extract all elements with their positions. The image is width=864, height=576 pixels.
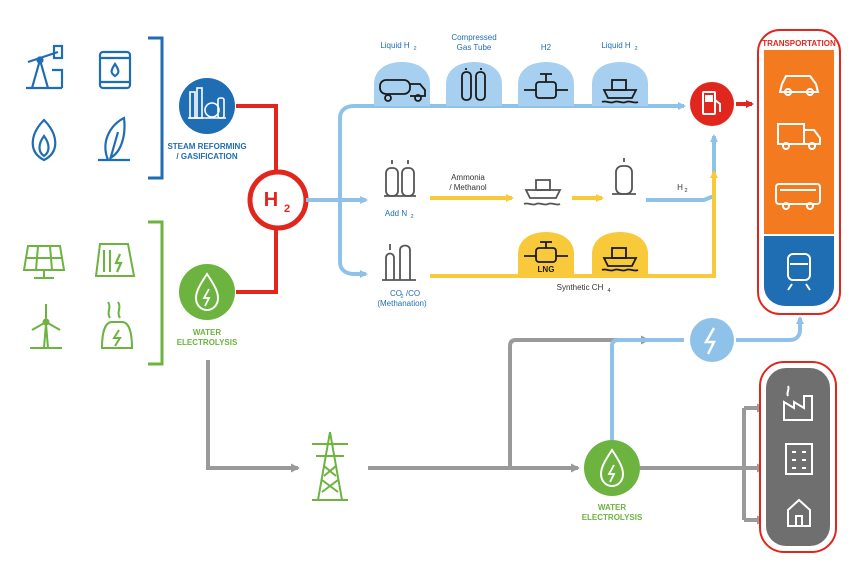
oil-pump-icon: [26, 44, 64, 90]
steam-reforming-label-2: / GASIFICATION: [176, 152, 237, 161]
ammonia-label-1: Ammonia: [451, 173, 485, 182]
water-electrolysis-node-top: [179, 264, 235, 320]
factory-icon: [783, 385, 813, 421]
electricity-node: [690, 318, 734, 362]
gas-flame-icon: [31, 118, 57, 162]
renewable-bracket: [148, 220, 164, 366]
wind-turbine-icon: [30, 304, 62, 349]
synthetic-ch4-label: Synthetic CH: [557, 283, 604, 292]
water-electrolysis-node-bottom: [584, 440, 640, 496]
blue-line-to-train: [736, 316, 804, 342]
house-icon: [787, 498, 811, 527]
fossil-sources-group: [26, 44, 132, 162]
compressed-label-1: Compressed: [451, 33, 496, 42]
liquid-h2-label-1: Liquid H: [380, 41, 410, 50]
water-electrolysis-label-bottom-1: WATER: [598, 503, 627, 512]
fuel-station-node: [690, 82, 734, 126]
co2co-label: CO: [390, 289, 402, 298]
lng-ship-dome: [592, 232, 648, 276]
lng-pipeline-dome: [518, 232, 574, 276]
solar-panel-icon: [22, 245, 66, 279]
ammonia-label-2: / Methanol: [449, 183, 487, 192]
methanation-label: (Methanation): [377, 299, 427, 308]
liquid-h2-truck-dome: [374, 62, 430, 106]
red-connector-top: [236, 104, 278, 174]
power-pylon-icon: [312, 431, 348, 501]
transportation-column: [757, 29, 841, 315]
ammonia-ship-icon: [523, 179, 562, 206]
h2-hub-label: H: [264, 189, 278, 211]
liquid-h2-label-1-sub: 2: [413, 46, 416, 52]
add-n2-sub: 2: [410, 214, 413, 220]
liquid-h2-label-2-sub: 2: [634, 46, 637, 52]
hydro-dam-icon: [94, 243, 136, 277]
water-electrolysis-label-bottom-2: ELECTROLYSIS: [582, 513, 643, 522]
ammonia-tank-icon: [384, 160, 416, 197]
liquid-h2-label-2: Liquid H: [601, 41, 631, 50]
h2-pipeline-dome: [518, 62, 574, 106]
fossil-bracket: [148, 36, 164, 180]
steam-reforming-label-1: STEAM REFORMING: [167, 142, 246, 151]
methanation-plant-icon: [382, 244, 416, 281]
h2-pipeline-label: H2: [541, 43, 552, 52]
gray-flow-lines: [206, 335, 766, 525]
buildings-column: [759, 361, 837, 553]
h2-after-sub: 2: [684, 188, 687, 194]
steam-reforming-node: [179, 78, 235, 134]
h2-after-label: H: [677, 183, 683, 192]
bus-icon: [775, 183, 821, 210]
truck-icon: [777, 123, 821, 150]
water-electrolysis-label-top-1: WATER: [193, 328, 222, 337]
synthetic-ch4-sub: 4: [607, 288, 610, 294]
transportation-title: TRANSPORTATION: [762, 39, 836, 48]
co2co-sub: 2: [400, 294, 403, 300]
train-icon: [787, 253, 811, 291]
office-building-icon: [785, 443, 813, 475]
blue-line-electricity: [610, 338, 684, 440]
h2-hub-subscript: 2: [284, 203, 290, 215]
co2co-label-2: /CO: [406, 289, 420, 298]
water-electrolysis-label-top-2: ELECTROLYSIS: [177, 338, 238, 347]
renewable-sources-group: [22, 243, 136, 349]
red-connector-bottom: [236, 226, 278, 294]
compressed-gas-tube-dome: [446, 62, 502, 106]
biomass-leaf-icon: [98, 116, 130, 162]
blue-distribution-lines: [306, 102, 718, 278]
add-n2-label: Add N: [385, 209, 407, 218]
car-icon: [778, 75, 820, 96]
oil-barrel-icon: [98, 50, 132, 90]
h2-reconversion-tank-icon: [612, 158, 636, 195]
geothermal-icon: [100, 301, 134, 349]
compressed-label-2: Gas Tube: [457, 43, 492, 52]
liquid-h2-ship-dome: [592, 62, 648, 106]
lng-label: LNG: [538, 265, 555, 274]
